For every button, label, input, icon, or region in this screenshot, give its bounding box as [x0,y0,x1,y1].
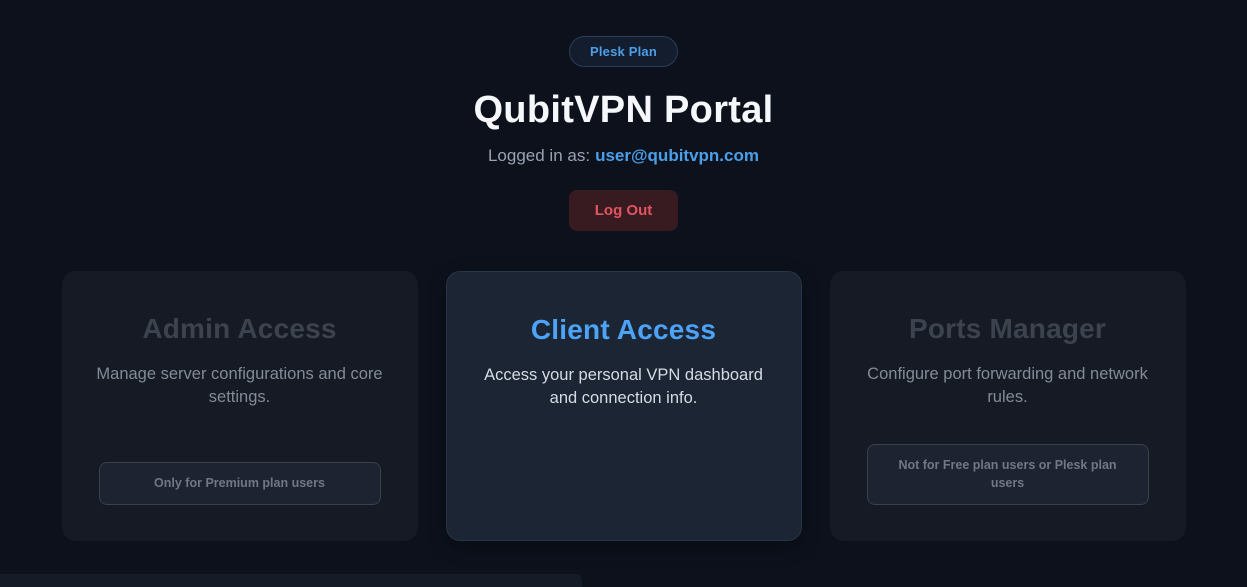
card-ports-manager-description: Configure port forwarding and network ru… [867,365,1148,407]
logout-button[interactable]: Log Out [568,190,679,231]
page-title: QubitVPN Portal [473,89,774,131]
card-admin-access: Admin Access Manage server configuration… [61,271,418,541]
card-ports-manager-restriction-badge: Not for Free plan users or Plesk plan us… [866,443,1149,505]
plan-badge-label: Plesk Plan [589,44,658,59]
card-client-access-title: Client Access [530,314,717,345]
card-ports-manager-title: Ports Manager [908,313,1107,344]
next-section-edge [0,574,582,587]
access-cards: Admin Access Manage server configuration… [61,271,1186,541]
card-client-access[interactable]: Client Access Access your personal VPN d… [445,271,802,541]
plan-badge: Plesk Plan [568,36,679,67]
portal-header: Plesk Plan QubitVPN Portal Logged in as:… [473,0,773,231]
card-admin-access-description: Manage server configurations and core se… [96,365,383,407]
logged-in-label: Logged in as: [487,146,591,165]
card-admin-access-restriction-badge: Only for Premium plan users [98,462,381,505]
user-email: user@qubitvpn.com [595,146,759,165]
card-client-access-description: Access your personal VPN dashboard and c… [484,366,763,408]
card-admin-access-title: Admin Access [142,313,337,344]
card-ports-manager: Ports Manager Configure port forwarding … [829,271,1186,541]
logged-in-text: Logged in as:user@qubitvpn.com [488,146,759,166]
